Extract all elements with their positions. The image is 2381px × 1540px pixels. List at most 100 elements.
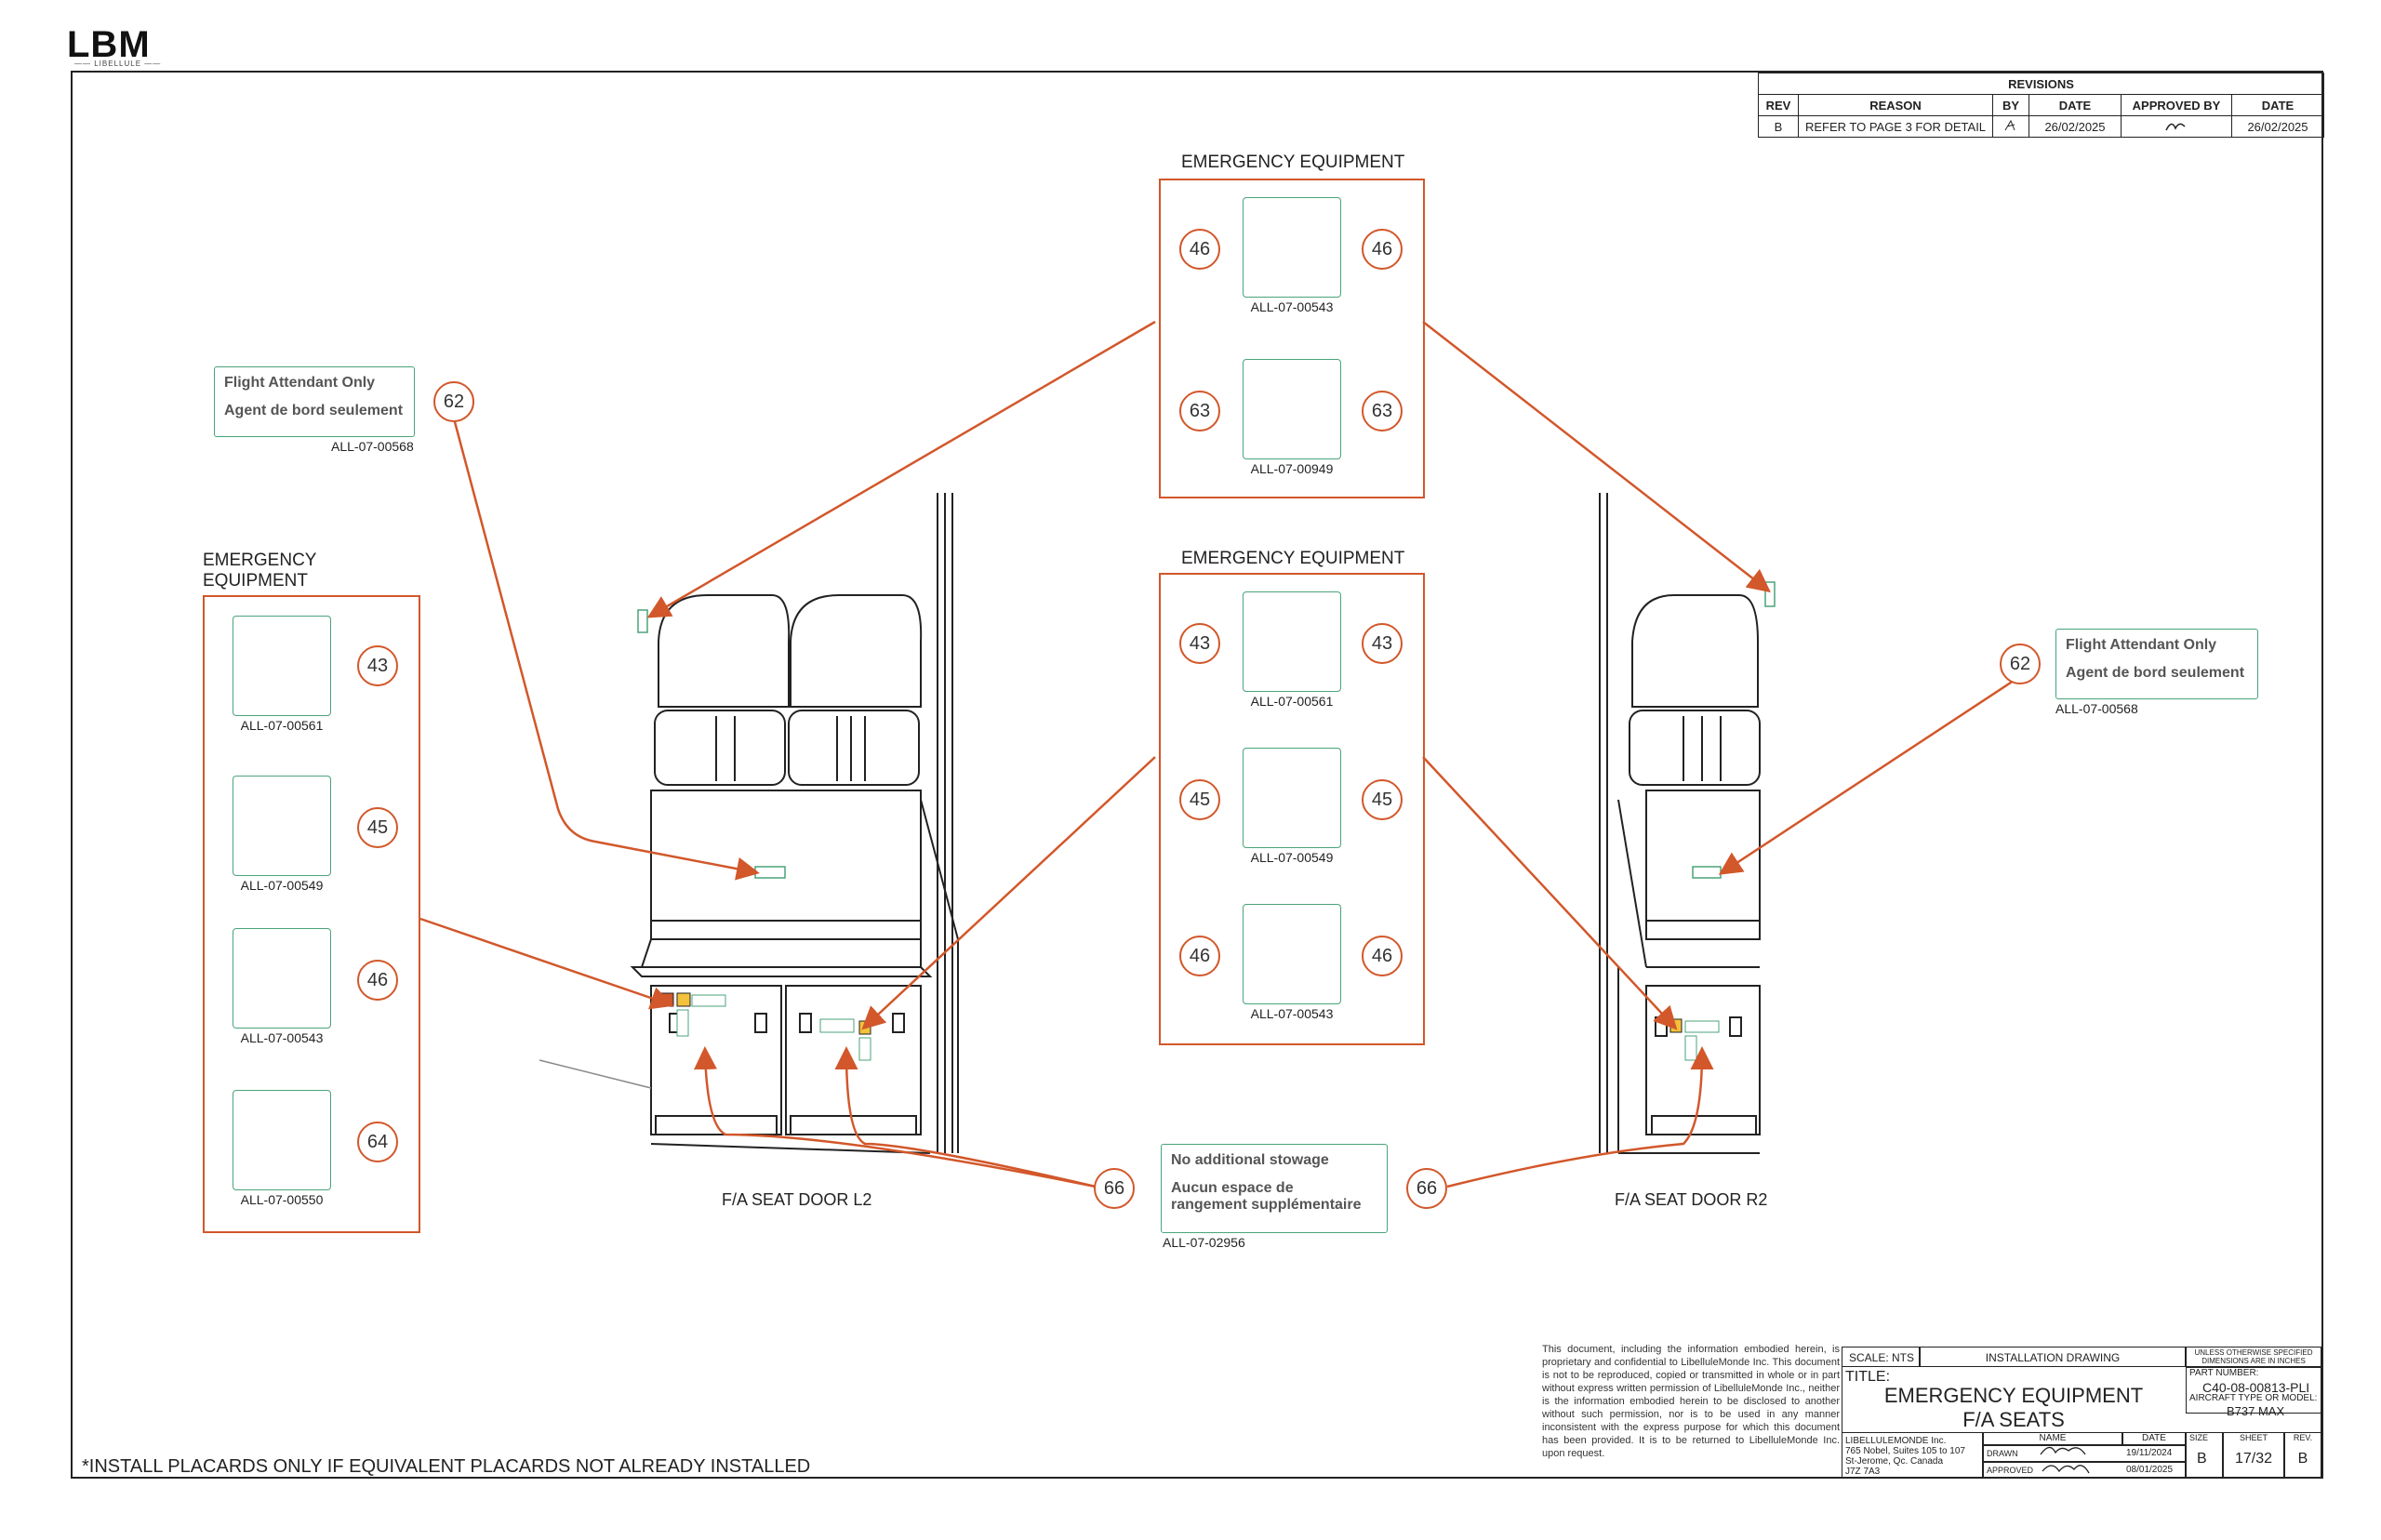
callout-66-left: 66 (1094, 1168, 1135, 1209)
placard-smoke-hood-mid (1243, 904, 1341, 1004)
code-mid-2: ALL-07-00549 (1250, 850, 1334, 865)
fa-seat-door-r2-drawing (1599, 493, 1761, 1154)
tb-drawn-label: DRAWN (1987, 1449, 2018, 1458)
code-left-4: ALL-07-00550 (240, 1192, 324, 1207)
code-left-3: ALL-07-00543 (240, 1030, 324, 1045)
callout-43-left: 43 (357, 645, 398, 686)
tb-company-cell (1842, 1432, 1983, 1479)
callout-46-left: 46 (357, 960, 398, 1001)
fa-only-placard-right: Flight Attendant Only Agent de bord seul… (2055, 629, 2258, 699)
callout-62-right: 62 (2000, 644, 2041, 684)
tb-sheet: 17/32 (2234, 1451, 2273, 1467)
company-logo: LBM (67, 24, 151, 65)
revisions-title: REVISIONS (1758, 73, 2324, 95)
mid-group-title: EMERGENCY EQUIPMENT (1181, 549, 1405, 568)
mini-placard-l2-back (754, 866, 786, 879)
tb-company-name: LIBELLULEMONDE Inc. (1845, 1436, 1947, 1446)
mini-placard-l2-top (637, 609, 648, 633)
reason-cell: REFER TO PAGE 3 FOR DETAIL (1798, 115, 1993, 138)
placard-flashlight-left (233, 776, 331, 876)
tb-sheet-cell (2223, 1432, 2284, 1479)
tb-date-header-cell (2122, 1432, 2186, 1445)
callout-45-left: 45 (357, 807, 398, 848)
tb-approved-date: 08/01/2025 (2126, 1465, 2174, 1475)
proprietary-notice: This document, including the information… (1542, 1344, 1840, 1459)
mini-placard-r2-back (1692, 866, 1722, 879)
tb-drawn-date: 19/11/2024 (2126, 1448, 2173, 1458)
tb-title: EMERGENCY EQUIPMENT F/A SEATS (1842, 1384, 2186, 1432)
tb-aircraft-label: AIRCRAFT TYPE OR MODEL: (2189, 1393, 2318, 1403)
tb-approved-row (1983, 1462, 2186, 1479)
tb-units-note: UNLESS OTHERWISE SPECIFIED DIMENSIONS AR… (2194, 1348, 2313, 1365)
approved-by-signature (2121, 115, 2232, 138)
placard-flashlight-mid (1243, 748, 1341, 848)
callout-46-mid-right: 46 (1362, 936, 1403, 976)
company-logo-tagline: —— LIBELLULE —— (74, 60, 162, 68)
fa-placard-right-code: ALL-07-00568 (2055, 701, 2138, 716)
top-group-title: EMERGENCY EQUIPMENT (1181, 153, 1405, 172)
date-cell: 26/02/2025 (2029, 115, 2122, 138)
fa-placard-right-line2: Agent de bord seulement (2066, 665, 2245, 681)
tb-sheet-label: SHEET (2239, 1433, 2268, 1442)
tb-scale: SCALE: NTS (1849, 1351, 1915, 1364)
tb-name-header-cell (1983, 1432, 2122, 1445)
placard-life-vest-mid (1243, 591, 1341, 692)
tb-address3: J7Z 7A3 (1845, 1467, 1881, 1477)
seat-label-r2: F/A SEAT DOOR R2 (1615, 1190, 1768, 1209)
approved-by-col-header: APPROVED BY (2121, 94, 2232, 116)
stowage-line2: Aucun espace de (1171, 1180, 1294, 1196)
tb-type-cell (1920, 1347, 2186, 1367)
tb-signatures (2040, 1446, 2090, 1474)
tb-address2: St-Jerome, Qc. Canada (1845, 1456, 1944, 1467)
tb-title-line1: EMERGENCY EQUIPMENT (1883, 1384, 2144, 1407)
approved-date-cell: 26/02/2025 (2231, 115, 2324, 138)
rev-cell: B (1758, 115, 1799, 138)
by-signature (1992, 115, 2029, 138)
fa-seat-door-l2-drawing (539, 493, 959, 1154)
fa-placard-left-line2: Agent de bord seulement (224, 403, 404, 418)
tb-drawing-type: INSTALLATION DRAWING (1985, 1351, 2121, 1364)
tb-part-label: PART NUMBER: (2189, 1368, 2259, 1378)
code-left-1: ALL-07-00561 (240, 718, 324, 733)
fa-placard-left-line1: Flight Attendant Only (224, 375, 376, 391)
placard-life-vest-left (233, 616, 331, 716)
tb-company: LIBELLULEMONDE Inc. 765 Nobel, Suites 10… (1845, 1436, 1965, 1477)
tb-units-cell (2186, 1347, 2321, 1367)
tb-name-header: NAME (2039, 1433, 2067, 1443)
seat-label-l2: F/A SEAT DOOR L2 (722, 1190, 872, 1209)
callout-46-top-right: 46 (1362, 229, 1403, 270)
mini-placard-l2-d (676, 1009, 689, 1037)
tb-title-line2: F/A SEATS (1962, 1408, 2065, 1431)
callout-43-mid-right: 43 (1362, 623, 1403, 664)
mini-placard-r2-b (1684, 1020, 1720, 1033)
tb-drawn-row (1983, 1445, 2186, 1462)
placard-arrow-top (1243, 359, 1341, 459)
drawing-frame (71, 71, 2323, 1479)
mini-placard-r2-c (1684, 1035, 1697, 1061)
fa-only-placard-left: Flight Attendant Only Agent de bord seul… (214, 366, 415, 437)
stowage-line3: rangement supplémentaire (1171, 1197, 1362, 1213)
left-group-box (203, 595, 420, 1233)
callout-46-top-left: 46 (1179, 229, 1220, 270)
callout-66-right: 66 (1406, 1168, 1447, 1209)
mini-placard-l2-g (858, 1037, 871, 1061)
date-col-header: DATE (2029, 94, 2122, 116)
code-mid-3: ALL-07-00543 (1250, 1006, 1334, 1021)
callout-62-left: 62 (433, 381, 474, 422)
tb-rev-cell (2284, 1432, 2321, 1479)
mini-placard-l2-e (819, 1018, 855, 1033)
tb-date-header: DATE (2142, 1433, 2166, 1443)
mini-placard-l2-b (676, 992, 691, 1007)
code-mid-1: ALL-07-00561 (1250, 694, 1334, 709)
stowage-line1: No additional stowage (1171, 1152, 1329, 1168)
callout-45-mid-left: 45 (1179, 779, 1220, 820)
mini-placard-r2-top (1764, 581, 1776, 607)
tb-part-cell (2186, 1367, 2321, 1414)
leader-lines (419, 320, 2017, 1188)
fa-placard-left-code: ALL-07-00568 (331, 439, 414, 454)
placard-hook-left (233, 1090, 331, 1190)
tb-size: B (2197, 1451, 2207, 1467)
callout-63-right: 63 (1362, 391, 1403, 431)
tb-address1: 765 Nobel, Suites 105 to 107 (1845, 1446, 1965, 1456)
tb-aircraft: B737 MAX (2227, 1404, 2285, 1418)
